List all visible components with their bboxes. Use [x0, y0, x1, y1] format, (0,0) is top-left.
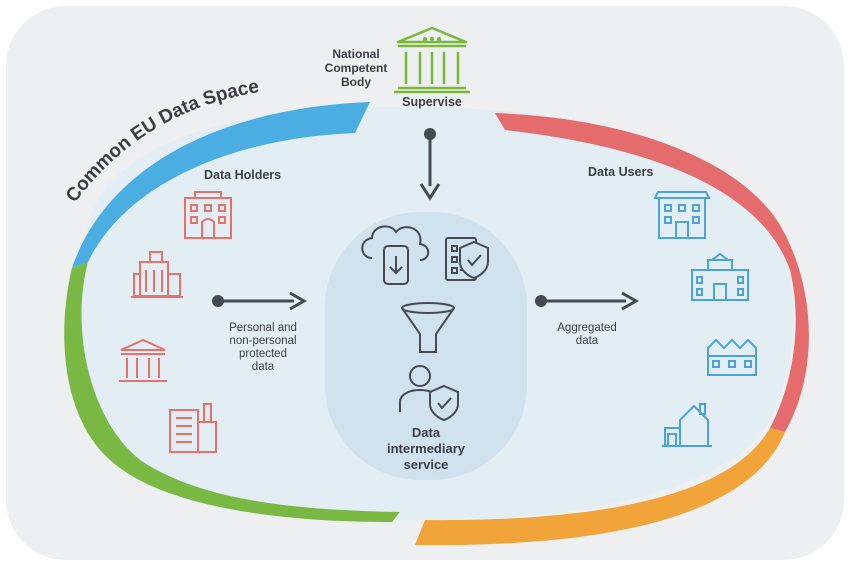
data-holders-title: Data Holders: [204, 168, 282, 182]
arc-red: [495, 113, 809, 432]
supervisor-name: National Competent Body: [318, 47, 394, 89]
arc-blue: [72, 102, 370, 268]
office-tower-icon: [131, 251, 183, 298]
building-icon: [653, 191, 711, 239]
users-flow-line2: data: [575, 335, 599, 347]
row-houses-icon: [707, 338, 757, 376]
government-building-icon: [394, 26, 470, 94]
holders-flow-label: Personal and non-personal protected data: [214, 322, 312, 374]
users-flow-label: Aggregated data: [544, 322, 630, 348]
house-icon: [662, 403, 712, 447]
holders-to-service-arrow: [212, 291, 308, 311]
intermediary-line2: intermediary: [386, 441, 466, 456]
service-to-users-arrow: [535, 291, 640, 311]
school-building-icon: [691, 252, 749, 301]
government-building-icon: [119, 338, 167, 382]
secure-checklist-icon: [445, 237, 489, 281]
holders-flow-line3: protected: [239, 348, 287, 360]
user-shield-icon: [399, 365, 459, 422]
supervise-arrow: [419, 128, 441, 201]
supervisor-name-line1: National: [332, 47, 380, 61]
intermediary-line3: service: [403, 457, 449, 472]
holders-flow-line1: Personal and: [229, 322, 297, 334]
holders-flow-line2: non-personal: [229, 335, 297, 347]
users-flow-line1: Aggregated: [557, 322, 617, 334]
building-icon: [184, 191, 232, 239]
holders-flow-line4: data: [251, 361, 275, 373]
office-block-icon: [169, 403, 217, 453]
supervisor-name-line2: Competent: [324, 61, 388, 75]
filter-funnel-icon: [401, 302, 455, 353]
supervisor-name-line3: Body: [341, 75, 371, 89]
intermediary-line1: Data: [411, 425, 441, 440]
supervise-label: Supervise: [402, 95, 462, 109]
intermediary-label: Data intermediary service: [370, 425, 482, 473]
arc-orange: [415, 428, 785, 546]
cloud-database-icon: [361, 225, 430, 285]
data-users-title: Data Users: [588, 165, 654, 179]
